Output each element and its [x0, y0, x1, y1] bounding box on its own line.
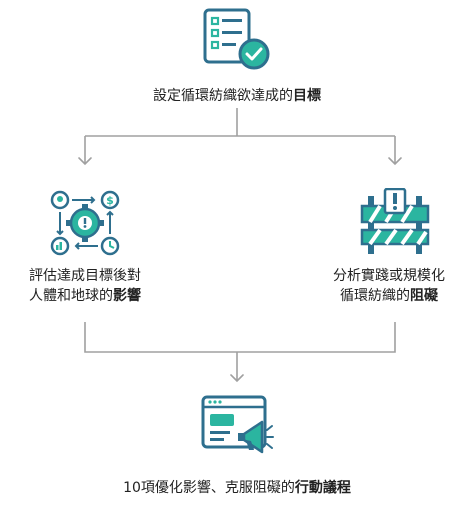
left-node-line2-bold: 影響: [113, 288, 141, 304]
roadblock-icon: [360, 188, 430, 254]
svg-text:$: $: [106, 194, 114, 207]
left-node-line1: 評估達成目標後對: [29, 268, 141, 284]
left-node-label: 評估達成目標後對 人體和地球的影響: [0, 266, 170, 306]
right-node-line2-bold: 阻礙: [410, 288, 438, 304]
left-node-line2: 人體和地球的影響: [0, 286, 170, 306]
bottom-node-label: 10項優化影響、克服阻礙的行動議程: [0, 478, 474, 498]
right-node-line1: 分析實踐或規模化: [333, 268, 445, 284]
left-node-line2-text: 人體和地球的: [29, 288, 113, 304]
top-node-label: 設定循環紡織欲達成的目標: [0, 86, 474, 106]
bottom-node-text: 10項優化影響、克服阻礙的: [123, 480, 295, 496]
gear-cycle-icon: $: [50, 190, 120, 256]
top-node-text: 設定循環紡織欲達成的: [153, 88, 293, 104]
right-node-label: 分析實踐或規模化 循環紡織的阻礙: [304, 266, 474, 306]
right-node-line2-text: 循環紡織的: [340, 288, 410, 304]
top-node-bold: 目標: [293, 88, 321, 104]
right-node-line2: 循環紡織的阻礙: [304, 286, 474, 306]
megaphone-icon: [201, 395, 274, 454]
bottom-node-bold: 行動議程: [294, 480, 351, 496]
checklist-icon: [203, 8, 270, 70]
